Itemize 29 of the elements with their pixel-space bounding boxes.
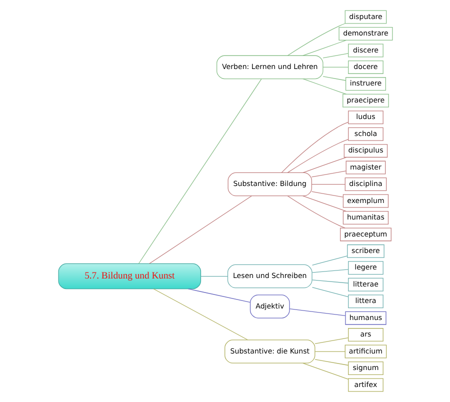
connector — [138, 78, 262, 264]
connector — [187, 288, 250, 303]
connector — [310, 191, 343, 198]
connector — [302, 40, 346, 56]
connector — [314, 351, 345, 352]
connector — [286, 196, 345, 228]
connector — [280, 122, 348, 173]
connector — [302, 78, 346, 94]
connector — [302, 196, 346, 212]
connector — [302, 156, 346, 173]
connector — [286, 23, 345, 56]
connector — [152, 288, 248, 340]
connector — [322, 66, 348, 68]
connector — [148, 196, 252, 264]
connector — [322, 53, 348, 58]
connector — [302, 362, 348, 380]
connector — [311, 256, 348, 266]
connector — [322, 76, 346, 81]
connector — [314, 359, 348, 366]
connector — [311, 287, 348, 298]
node-box: 5.7. Bildung und Kunst — [58, 263, 201, 290]
connector — [314, 337, 348, 344]
connector — [288, 308, 346, 316]
connector — [200, 276, 228, 277]
connector — [310, 184, 345, 185]
connector — [311, 280, 348, 284]
connector — [286, 138, 348, 173]
connector — [311, 269, 348, 273]
connector — [310, 170, 346, 178]
